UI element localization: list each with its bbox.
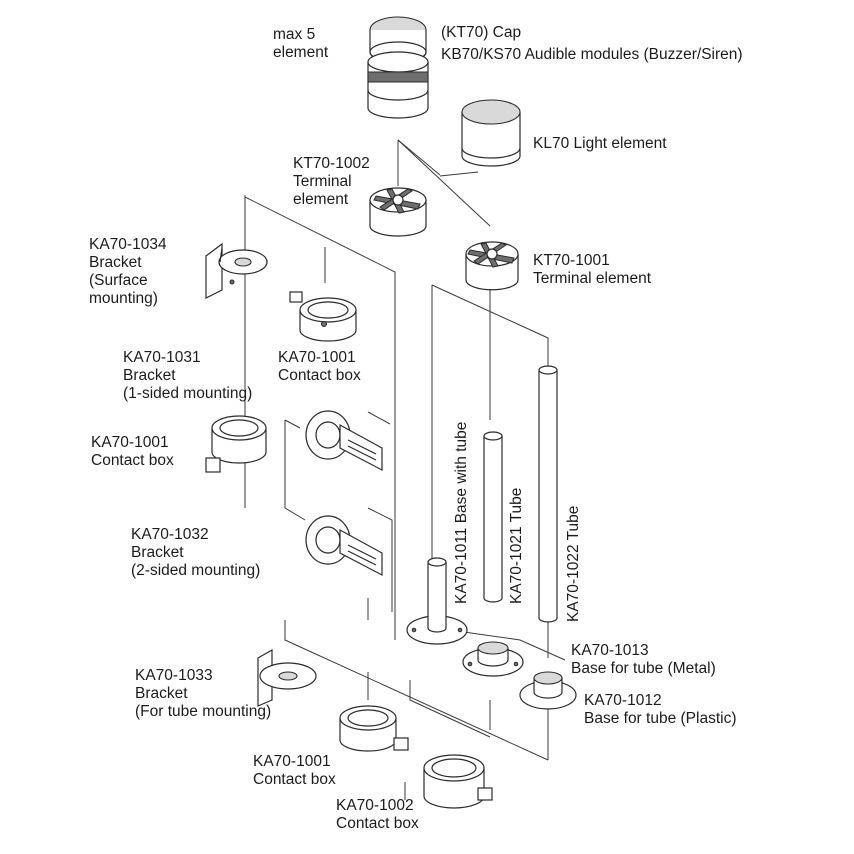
contact-box-bottom-illustration: [339, 705, 409, 752]
contact-box-1002-illustration: [423, 754, 493, 809]
terminal-element-1001-illustration: [465, 241, 519, 291]
bracket-1-sided-illustration: [305, 410, 383, 471]
plastic-base-illustration: [519, 671, 577, 710]
light-element-illustration: [461, 99, 521, 167]
tube-bracket-illustration: [257, 648, 317, 707]
tube-1022-illustration: [538, 365, 558, 623]
audible-module-stack-illustration: [367, 16, 429, 119]
contact-box-top-illustration: [289, 291, 357, 342]
base-with-tube-illustration: [406, 557, 468, 645]
surface-bracket-illustration: [205, 242, 268, 299]
contact-box-middle-illustration: [205, 415, 267, 473]
guide-lines: [244, 139, 566, 800]
terminal-element-1002-illustration: [369, 187, 427, 237]
metal-base-illustration: [462, 641, 524, 677]
bracket-2-sided-illustration: [305, 515, 383, 576]
tube-1021-illustration: [483, 431, 503, 603]
